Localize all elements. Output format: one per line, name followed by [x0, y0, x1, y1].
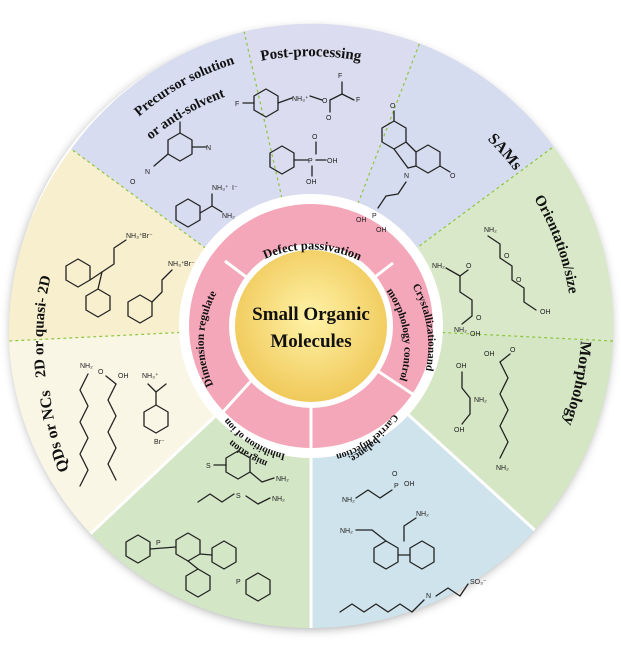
svg-text:O: O — [450, 173, 456, 180]
svg-text:P: P — [394, 483, 399, 490]
svg-text:O: O — [322, 98, 328, 105]
svg-text:NH₂: NH₂ — [222, 213, 235, 220]
center-title-line2: Molecules — [270, 331, 351, 352]
svg-text:I⁻: I⁻ — [232, 185, 238, 192]
molecule-morph-aminoacid: O OH NH₂ — [484, 347, 516, 472]
svg-text:N: N — [206, 145, 211, 152]
svg-text:O: O — [98, 369, 104, 376]
svg-text:NH₂: NH₂ — [474, 397, 487, 404]
svg-text:NH₃⁺: NH₃⁺ — [292, 95, 309, 103]
svg-text:Br⁻: Br⁻ — [142, 233, 153, 240]
svg-text:OH: OH — [540, 309, 551, 316]
svg-text:NH₃⁺: NH₃⁺ — [142, 372, 159, 380]
svg-text:NH₂: NH₂ — [416, 511, 429, 518]
svg-text:F: F — [338, 73, 342, 80]
svg-text:NH₂: NH₂ — [80, 363, 93, 370]
svg-text:SO₃⁻: SO₃⁻ — [470, 579, 487, 586]
svg-text:O: O — [504, 253, 510, 260]
svg-text:O: O — [390, 103, 396, 110]
molecule-qds-bromophenyl: NH₃⁺ Br⁻ — [142, 372, 169, 446]
svg-text:O: O — [466, 263, 472, 270]
svg-text:NH₂: NH₂ — [342, 497, 355, 504]
svg-text:NH₂: NH₂ — [484, 227, 497, 234]
svg-text:O: O — [392, 471, 398, 478]
svg-text:Br⁻: Br⁻ — [184, 261, 195, 268]
svg-text:OH: OH — [118, 373, 129, 380]
svg-text:NH₃⁺: NH₃⁺ — [126, 232, 143, 240]
svg-text:N: N — [404, 173, 409, 180]
svg-text:OH: OH — [470, 331, 481, 338]
svg-text:NH₂: NH₂ — [496, 465, 509, 472]
svg-text:Br⁻: Br⁻ — [154, 439, 165, 446]
svg-text:NH₂: NH₂ — [276, 476, 289, 483]
svg-text:OH: OH — [404, 481, 415, 488]
molecule-qds-acid: O OH — [98, 369, 129, 481]
svg-text:P: P — [236, 579, 241, 586]
molecule-ion-sulfur-chain: S NH₂ — [197, 493, 285, 505]
svg-text:NH₂: NH₂ — [340, 528, 353, 535]
molecule-orientation-glutamine: O NH₂ NH₂ O OH — [432, 263, 482, 338]
svg-text:F: F — [235, 101, 239, 108]
svg-text:OH: OH — [484, 351, 495, 358]
label-post-processing: Post-processing — [259, 44, 363, 65]
svg-text:OH: OH — [454, 427, 465, 434]
svg-text:NH₃⁺: NH₃⁺ — [168, 260, 185, 268]
molecule-orientation-ether: NH₂ O O OH — [484, 227, 551, 316]
svg-text:OH: OH — [376, 227, 387, 234]
center-title-line1: Small Organic — [252, 304, 370, 325]
svg-text:O: O — [312, 134, 318, 141]
svg-text:N: N — [145, 169, 150, 176]
molecule-2d-diphenyl: NH₃⁺ Br⁻ — [65, 232, 153, 318]
svg-text:OH: OH — [327, 158, 338, 165]
svg-text:S: S — [236, 493, 241, 500]
svg-text:NH₂: NH₂ — [454, 327, 467, 334]
molecule-morph-serinol: OH NH₂ OH — [454, 363, 487, 434]
svg-text:O: O — [510, 347, 516, 354]
molecule-precursor-amidine: NH₃⁺ I⁻ NH₂ — [175, 184, 238, 228]
center-hub: Small Organic Molecules — [229, 244, 393, 408]
svg-text:P: P — [156, 540, 161, 547]
molecule-qds-amine: NH₂ — [79, 363, 93, 487]
svg-text:NH₃⁺: NH₃⁺ — [212, 184, 229, 192]
svg-text:NH₂: NH₂ — [272, 496, 285, 503]
svg-text:O: O — [326, 115, 332, 122]
svg-text:S: S — [206, 463, 211, 470]
svg-text:OH: OH — [306, 179, 317, 186]
molecule-precursor-isocyanate: N N O — [130, 121, 211, 186]
molecule-ion-sulfonylphenyl: S NH₂ — [206, 450, 289, 483]
molecule-post-benzyl: P O OH OH — [269, 134, 338, 186]
svg-text:O: O — [476, 315, 482, 322]
molecule-post-fluoro: F NH₃⁺ O F F O — [235, 73, 360, 122]
svg-text:O: O — [516, 277, 522, 284]
svg-text:OH: OH — [456, 363, 467, 370]
molecule-carrier-sulfonate: N SO₃⁻ — [339, 579, 487, 613]
molecule-carrier-phosphonate: NH₂ P OH O — [342, 471, 415, 504]
molecule-ion-spirofluorene: P P — [125, 532, 271, 602]
svg-text:F: F — [356, 97, 360, 104]
molecule-2d-phenethyl: NH₃⁺ Br⁻ — [127, 260, 195, 324]
svg-text:N: N — [426, 593, 431, 600]
svg-text:NH₂: NH₂ — [432, 263, 445, 270]
svg-text:O: O — [130, 179, 136, 186]
molecule-sams-carbazole: N O O P OH OH — [356, 103, 456, 234]
svg-text:OH: OH — [356, 217, 367, 224]
svg-text:P: P — [372, 213, 377, 220]
molecule-carrier-fluorene: NH₂ NH₂ — [340, 511, 435, 570]
svg-text:P: P — [308, 158, 313, 165]
